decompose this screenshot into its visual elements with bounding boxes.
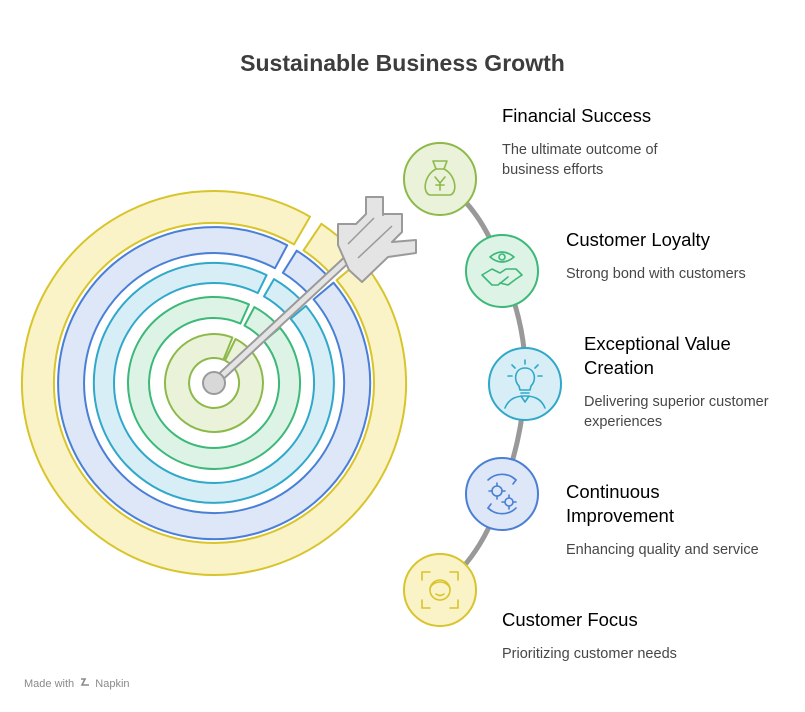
step-heading-line: Exceptional Value <box>584 333 731 354</box>
step-heading-line: Continuous <box>566 481 660 502</box>
step-description: Prioritizing customer needs <box>502 644 677 664</box>
step-description-line: Prioritizing customer needs <box>502 646 677 662</box>
step-heading: Exceptional Value Creation <box>584 332 731 380</box>
step-badge-circle <box>403 553 477 627</box>
step-description-line: Delivering superior customer <box>584 394 769 410</box>
lightbulb-icon <box>504 359 546 409</box>
arrow-tip <box>202 371 226 395</box>
napkin-logo-icon <box>80 677 90 690</box>
step-heading: Customer Loyalty <box>566 228 710 252</box>
page-title: Sustainable Business Growth <box>240 50 565 76</box>
made-with-credit[interactable]: Made with Napkin <box>24 677 130 690</box>
step-description-line: business efforts <box>502 162 604 178</box>
step-heading-line: Improvement <box>566 505 674 526</box>
step-description-line: Enhancing quality and service <box>566 542 759 558</box>
step-badge-circle <box>403 142 477 216</box>
target-ring <box>92 261 335 504</box>
step-description-line: experiences <box>584 414 663 430</box>
target-ring <box>20 189 407 576</box>
step-heading-line: Customer Focus <box>502 609 638 630</box>
step-badge <box>465 457 539 531</box>
target-ring <box>127 295 301 470</box>
step-description: Delivering superior customer experiences <box>584 392 769 432</box>
credit-brand: Napkin <box>95 678 130 690</box>
step-heading-line: Customer Loyalty <box>566 229 710 250</box>
step-description-line: Strong bond with customers <box>566 266 746 282</box>
handshake-icon <box>481 251 523 286</box>
step-description: Enhancing quality and service <box>566 540 759 560</box>
step-heading-line: Financial Success <box>502 105 652 126</box>
step-description: The ultimate outcome of business efforts <box>502 140 658 180</box>
step-description: Strong bond with customers <box>566 264 746 284</box>
step-badge-circle <box>488 347 562 421</box>
customer-face-icon <box>421 571 459 609</box>
step-heading: Financial Success <box>502 104 651 128</box>
step-badge <box>488 347 562 421</box>
step-heading-line: Creation <box>584 357 654 378</box>
credit-prefix: Made with <box>24 678 75 690</box>
step-heading: Continuous Improvement <box>566 480 674 528</box>
step-heading: Customer Focus <box>502 608 638 632</box>
arrow-shaft <box>211 252 355 386</box>
step-badge <box>403 553 477 627</box>
money-bag-icon <box>424 160 456 196</box>
step-badge-circle <box>465 457 539 531</box>
arrow <box>202 196 417 395</box>
gears-cycle-icon <box>487 473 517 515</box>
step-description-line: The ultimate outcome of <box>502 142 658 158</box>
step-badge <box>403 142 477 216</box>
target-ring <box>57 226 372 541</box>
step-badge <box>465 234 539 308</box>
target-ring <box>164 333 264 433</box>
arrow-fletching-lines <box>347 217 393 259</box>
